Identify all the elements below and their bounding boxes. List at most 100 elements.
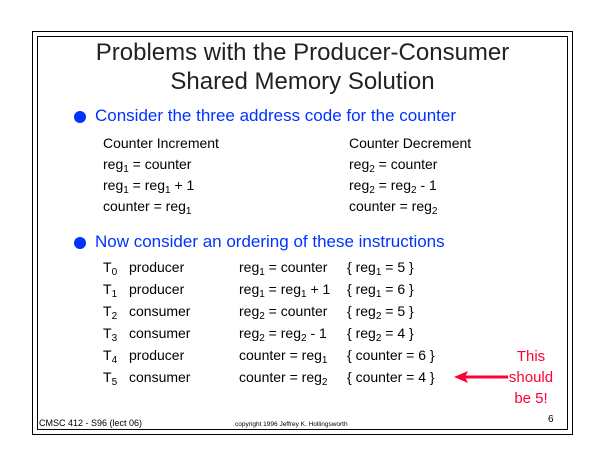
text-segment: - 1: [306, 325, 327, 341]
subscript: 1: [123, 185, 129, 196]
bullet-icon: [74, 237, 86, 249]
text-segment: = counter: [128, 156, 192, 172]
page-number: 6: [548, 414, 554, 425]
step-process: consumer: [129, 368, 190, 386]
step-time: T0: [103, 258, 118, 278]
step-process: consumer: [129, 302, 190, 320]
subscript: 0: [111, 267, 118, 278]
text-segment: counter = reg: [239, 369, 322, 385]
text-segment: = 4 }: [381, 325, 414, 341]
slide-border-outer: [32, 31, 573, 435]
text-segment: producer: [129, 281, 185, 297]
subscript: 2: [375, 333, 382, 344]
subscript: 2: [321, 377, 328, 388]
step-result: { reg1 = 5 }: [347, 258, 414, 278]
subscript: 2: [259, 333, 265, 344]
bullet-icon: [74, 111, 86, 123]
slide-border-inner: [37, 36, 568, 430]
text-segment: consumer: [129, 369, 191, 385]
text-segment: producer: [129, 347, 185, 363]
subscript: 2: [375, 311, 382, 322]
text-segment: { reg: [347, 259, 376, 275]
text-segment: = counter: [264, 303, 328, 319]
subscript: 2: [411, 185, 417, 196]
text-segment: { reg: [347, 303, 376, 319]
subscript: 1: [375, 267, 382, 278]
text-segment: reg: [239, 259, 260, 275]
bullet-text: Consider the three address code for the …: [95, 106, 456, 125]
footer-copyright: copyright 1996 Jeffrey K. Hollingsworth: [235, 421, 348, 428]
step-instruction: reg2 = reg2 - 1: [239, 324, 327, 344]
subscript: 1: [185, 206, 192, 217]
subscript: 2: [111, 311, 118, 322]
text-segment: T: [103, 281, 112, 297]
text-segment: consumer: [129, 303, 191, 319]
step-instruction: reg1 = reg1 + 1: [239, 280, 331, 300]
text-segment: = reg: [128, 177, 165, 193]
text-segment: consumer: [129, 325, 191, 341]
step-instruction: counter = reg2: [239, 368, 328, 388]
text-segment: counter = reg: [103, 198, 186, 214]
text-segment: { reg: [347, 281, 376, 297]
step-process: producer: [129, 280, 184, 298]
text-segment: = 5 }: [381, 303, 414, 319]
text-segment: { reg: [347, 325, 376, 341]
annotation-line: be 5!: [514, 390, 548, 407]
subscript: 4: [111, 355, 118, 366]
text-segment: counter = reg: [349, 198, 432, 214]
subscript: 1: [123, 164, 129, 175]
subscript: 1: [259, 289, 265, 300]
decrement-line: counter = reg2: [349, 197, 438, 217]
text-segment: = reg: [264, 325, 301, 341]
step-process: producer: [129, 346, 184, 364]
step-result: { reg2 = 4 }: [347, 324, 414, 344]
text-segment: T: [103, 347, 112, 363]
step-time: T2: [103, 302, 118, 322]
step-process: consumer: [129, 324, 190, 342]
annotation-line: This: [516, 348, 546, 365]
text-segment: = counter: [264, 259, 328, 275]
step-instruction: counter = reg1: [239, 346, 328, 366]
text-segment: T: [103, 325, 112, 341]
step-instruction: reg1 = counter: [239, 258, 328, 278]
footer-course: CMSC 412 - S96 (lect 06): [39, 418, 143, 428]
subscript: 2: [369, 185, 375, 196]
text-segment: { counter = 6 }: [347, 347, 435, 363]
text-segment: = counter: [374, 156, 438, 172]
arrow-left-icon: [454, 371, 508, 383]
text-segment: = 5 }: [381, 259, 414, 275]
subscript: 1: [321, 355, 328, 366]
decrement-line: reg2 = reg2 - 1: [349, 176, 437, 196]
decrement-header: Counter Decrement: [349, 135, 472, 151]
text-segment: + 1: [170, 177, 195, 193]
increment-line: reg1 = counter: [103, 155, 192, 175]
increment-header: Counter Increment: [103, 135, 219, 151]
text-segment: reg: [103, 177, 124, 193]
step-time: T5: [103, 368, 117, 388]
text-segment: T: [103, 259, 112, 275]
text-segment: producer: [129, 259, 185, 275]
decrement-line: reg2 = counter: [349, 155, 438, 175]
step-time: T3: [103, 324, 117, 344]
step-instruction: reg2 = counter: [239, 302, 328, 322]
subscript: 1: [259, 267, 265, 278]
increment-line: counter = reg1: [103, 197, 192, 217]
subscript: 2: [259, 311, 265, 322]
text-segment: { counter = 4 }: [347, 369, 435, 385]
step-process: producer: [129, 258, 184, 276]
text-segment: = reg: [374, 177, 411, 193]
text-segment: + 1: [306, 281, 331, 297]
text-segment: reg: [349, 156, 370, 172]
step-result: { counter = 6 }: [347, 346, 435, 364]
text-segment: = 6 }: [381, 281, 414, 297]
text-segment: reg: [103, 156, 124, 172]
text-segment: reg: [239, 325, 260, 341]
text-segment: reg: [239, 281, 260, 297]
subscript: 1: [301, 289, 307, 300]
slide-title-line-1: Problems with the Producer-Consumer: [95, 39, 510, 66]
text-segment: T: [103, 303, 112, 319]
bullet-text: Now consider an ordering of these instru…: [95, 232, 445, 251]
subscript: 2: [431, 206, 438, 217]
text-segment: counter = reg: [239, 347, 322, 363]
